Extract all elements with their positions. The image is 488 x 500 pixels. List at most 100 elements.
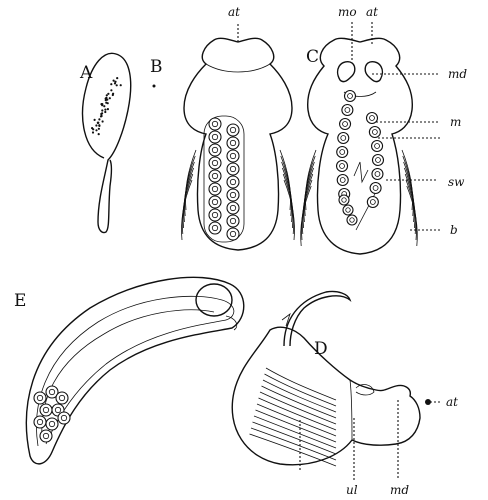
muscle-line	[253, 415, 337, 449]
muscle-line	[252, 421, 337, 455]
egg-nucleus	[374, 171, 381, 177]
egg	[336, 145, 349, 159]
panel-a-dot-cluster	[91, 77, 122, 136]
egg-dot	[114, 80, 117, 83]
panel-c-mouth	[336, 61, 384, 83]
egg-dot	[119, 84, 122, 87]
egg-nucleus	[229, 204, 237, 212]
egg	[370, 139, 384, 153]
panel-c-label-md: md	[448, 67, 467, 81]
panel-d-mouth	[355, 384, 375, 396]
egg	[226, 136, 240, 150]
bristle	[402, 155, 414, 217]
egg-nucleus	[372, 185, 379, 191]
bristle	[304, 155, 316, 217]
egg-dot	[101, 109, 104, 112]
egg-nucleus	[229, 152, 237, 160]
egg-dot	[101, 120, 104, 123]
panel-c-label-mo: mo	[338, 5, 357, 19]
bristle	[403, 161, 415, 223]
panel-d-label-at: at	[446, 395, 458, 409]
egg-nucleus	[347, 93, 353, 99]
egg	[371, 153, 385, 167]
egg-dot	[113, 82, 117, 85]
egg-nucleus	[229, 217, 237, 225]
bristle	[404, 173, 417, 235]
egg-dot	[97, 127, 100, 130]
bristle	[181, 173, 194, 235]
egg-dot	[111, 93, 114, 97]
egg-dot	[100, 114, 103, 118]
panel-c-bristles	[300, 149, 418, 247]
egg-nucleus	[211, 198, 219, 206]
egg-dot	[115, 84, 118, 87]
egg-nucleus	[211, 211, 219, 219]
egg	[226, 227, 240, 241]
egg	[336, 173, 349, 187]
egg	[226, 201, 240, 215]
egg	[45, 417, 59, 431]
egg	[335, 159, 349, 173]
egg-nucleus	[36, 418, 44, 426]
egg-nucleus	[341, 197, 347, 203]
egg	[366, 195, 379, 209]
panel-d-body-outline	[231, 326, 421, 466]
egg	[368, 125, 381, 139]
egg-nucleus	[58, 394, 66, 402]
bristle	[184, 155, 196, 217]
egg-dot	[106, 108, 109, 111]
egg	[208, 208, 222, 222]
panel-b-letter: B	[150, 57, 163, 77]
egg-dot	[98, 124, 101, 127]
panel-b-dot	[152, 84, 156, 88]
muscle-line	[259, 391, 337, 425]
bristle	[281, 161, 293, 223]
egg-nucleus	[372, 129, 378, 135]
egg-nucleus	[42, 432, 50, 440]
egg	[339, 117, 352, 131]
panel-e: E	[14, 276, 245, 465]
panel-e-eggs	[33, 385, 71, 443]
egg	[341, 103, 354, 117]
panel-e-outer-body	[25, 276, 245, 465]
egg-nucleus	[36, 394, 44, 402]
panel-a: A	[79, 52, 132, 234]
panel-e-head-bulb	[195, 283, 233, 317]
panel-c: C mo at md m sw b	[300, 5, 467, 255]
panel-d-label-ul: ul	[346, 483, 358, 497]
egg-nucleus	[344, 107, 351, 113]
egg	[208, 130, 222, 144]
egg	[226, 123, 240, 137]
egg-dot	[91, 131, 95, 134]
egg-dot	[104, 110, 107, 114]
egg-dot	[100, 112, 103, 116]
egg-nucleus	[60, 414, 68, 422]
egg-nucleus	[339, 177, 346, 183]
egg	[338, 194, 350, 206]
egg-nucleus	[211, 133, 219, 141]
egg-nucleus	[48, 388, 56, 396]
bristle	[282, 173, 295, 235]
egg-dot	[104, 97, 107, 100]
bristle	[301, 173, 314, 235]
egg-dot	[110, 89, 113, 92]
egg	[208, 156, 222, 170]
muscle-line	[261, 385, 337, 419]
egg-dot	[112, 79, 115, 82]
panel-b-eggs	[208, 117, 240, 241]
egg-dot	[105, 94, 108, 97]
bristle	[303, 161, 315, 223]
egg-nucleus	[42, 406, 50, 414]
egg-dot	[108, 97, 111, 100]
egg-nucleus	[375, 157, 381, 163]
egg	[369, 181, 382, 195]
muscle-line	[249, 433, 337, 467]
egg-dot	[116, 77, 119, 80]
egg-nucleus	[342, 121, 348, 127]
egg	[55, 391, 69, 405]
panel-b-label-at: at	[228, 5, 240, 19]
egg	[226, 188, 240, 202]
egg-nucleus	[369, 115, 375, 121]
panel-b-egg-column	[203, 115, 245, 243]
